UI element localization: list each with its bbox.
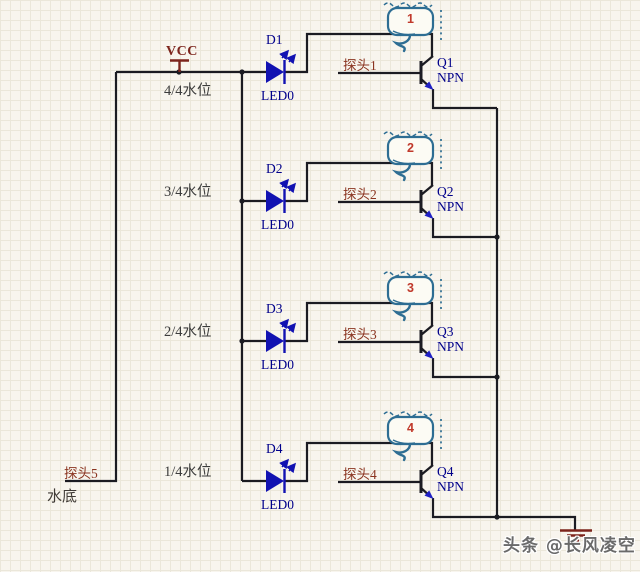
callout-tail: [391, 33, 412, 53]
diode-ref-label: D3: [266, 301, 283, 316]
callout-scribble-top: [383, 2, 433, 8]
led-to-collector-wire: [284, 32, 434, 74]
level-label: 2/4水位: [164, 324, 212, 340]
callout-number: 1: [407, 12, 414, 26]
junction-dots: [176, 69, 500, 520]
transistor-type-label: NPN: [437, 339, 465, 354]
diode-ref-label: D1: [266, 32, 283, 47]
transistor-collector: [420, 55, 434, 67]
led-symbol: [266, 49, 297, 84]
transistor-type-label: NPN: [437, 479, 465, 494]
led-symbol: [266, 318, 297, 353]
stage-4-symbols: [242, 411, 497, 519]
callout-number: 2: [407, 141, 414, 155]
watermark: 头条 @长风凌空: [503, 536, 636, 556]
ground-feed-wire: [497, 515, 577, 530]
npn-transistor-symbol: [419, 464, 434, 499]
transistor-type-label: NPN: [437, 70, 465, 85]
emitter-arrow: [424, 81, 434, 90]
probe-label: 探头2: [343, 187, 377, 202]
transistor-ref-label: Q1: [437, 55, 454, 70]
callout-bubble: [383, 271, 442, 322]
transistor-ref-label: Q3: [437, 324, 454, 339]
probe-label: 探头1: [343, 58, 377, 73]
stage-3-symbols: [242, 271, 497, 379]
led-light-arrows: [279, 49, 297, 65]
stage-2-symbols: [242, 131, 497, 239]
left-probe5-wire: [65, 72, 118, 483]
stage-1-symbols: [242, 2, 497, 110]
callout-bubble: [383, 2, 442, 53]
diode-ref-label: D2: [266, 161, 283, 176]
level-label: 3/4水位: [164, 184, 212, 200]
base-wires: [65, 70, 577, 530]
water-bottom-label: 水底: [47, 489, 78, 505]
callout-bubble: [383, 411, 442, 462]
transistor-ref-label: Q4: [437, 464, 454, 479]
probe-label: 探头3: [343, 327, 377, 342]
npn-transistor-symbol: [419, 324, 434, 359]
ground-symbol: [560, 529, 592, 542]
diode-model-label: LED0: [261, 88, 294, 103]
level-label: 1/4水位: [164, 464, 212, 480]
diode-model-label: LED0: [261, 497, 294, 512]
diode-model-label: LED0: [261, 357, 294, 372]
callout-bubble: [383, 131, 442, 182]
led-triangle: [266, 61, 284, 83]
level-label: 4/4水位: [164, 83, 212, 99]
diode-model-label: LED0: [261, 217, 294, 232]
npn-transistor-symbol: [419, 55, 434, 90]
led-symbol: [266, 178, 297, 213]
probe5-label: 探头5: [64, 466, 98, 481]
probe-label: 探头4: [343, 467, 377, 482]
transistor-ref-label: Q2: [437, 184, 454, 199]
led-symbol: [266, 458, 297, 493]
npn-transistor-symbol: [419, 184, 434, 219]
transistor-type-label: NPN: [437, 199, 465, 214]
callout-bubble-underline: [392, 30, 416, 36]
emitter-wire: [431, 89, 497, 110]
diode-ref-label: D4: [266, 441, 283, 456]
callout-number: 4: [407, 421, 414, 435]
vcc-label: VCC: [166, 44, 198, 59]
callout-number: 3: [407, 281, 414, 295]
vcc-power-symbol: [170, 59, 189, 72]
